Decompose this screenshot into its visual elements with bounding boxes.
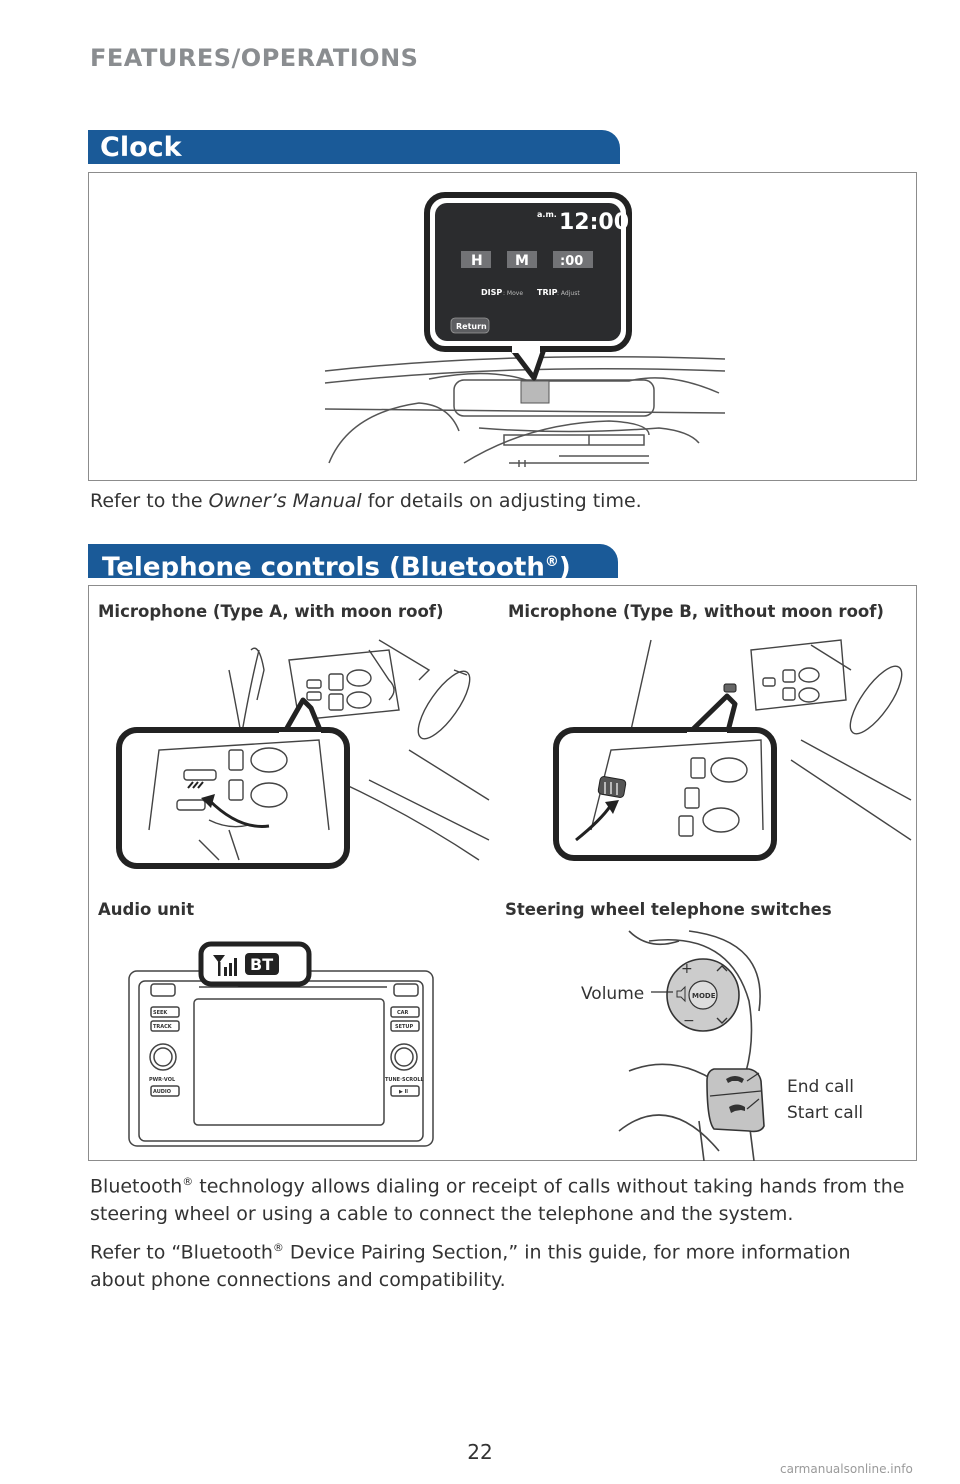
clock-time: 12:00 [559, 210, 629, 235]
start-call-icon [729, 1104, 745, 1113]
end-call-icon [726, 1076, 744, 1083]
play-pause-button[interactable]: ▶ ll [399, 1089, 408, 1095]
end-call-callout: End call [787, 1077, 854, 1097]
setup-button[interactable]: SETUP [395, 1024, 413, 1030]
audio-button[interactable]: AUDIO [153, 1089, 171, 1095]
steering-wheel-illustration: MODE + − [618, 930, 765, 1161]
owners-manual-reference: Owner’s Manual [208, 490, 362, 512]
tune-scroll-knob-label: TUNE·SCROLL [385, 1077, 425, 1083]
car-button[interactable]: CAR [397, 1010, 409, 1016]
chevron-up-icon[interactable] [716, 965, 728, 972]
section-header: FEATURES/OPERATIONS [90, 44, 419, 72]
para1-bluetooth: Bluetooth [90, 1175, 183, 1198]
volume-callout: Volume [581, 984, 645, 1004]
minute-button-label: M [515, 253, 529, 269]
reset-minutes-button[interactable]: :00 [553, 251, 593, 269]
reset-minutes-label: :00 [560, 254, 583, 269]
para1-reg: ® [182, 1175, 194, 1188]
steering-switches-label: Steering wheel telephone switches [505, 900, 832, 919]
chevron-down-icon[interactable] [716, 1017, 728, 1024]
minute-button[interactable]: M [507, 251, 537, 269]
return-button-label: Return [456, 322, 487, 331]
telephone-title: Telephone controls (Bluetooth [102, 552, 545, 583]
end-call-button[interactable] [726, 1076, 744, 1083]
hour-button-label: H [471, 253, 483, 269]
telephone-title-reg: ® [544, 554, 559, 570]
clock-note: Refer to the Owner’s Manual for details … [90, 487, 642, 515]
telephone-title-close: ) [558, 552, 571, 583]
para2-text: Device Pairing Section,” in this guide, … [90, 1241, 851, 1292]
seek-button[interactable]: SEEK [153, 1010, 168, 1016]
para1-text: technology allows dialing or receipt of … [90, 1175, 905, 1226]
track-button[interactable]: TRACK [153, 1024, 173, 1030]
clock-note-suffix: for details on adjusting time. [361, 490, 642, 512]
watermark: carmanualsonline.info [780, 1462, 913, 1476]
bt-badge: BT [250, 955, 273, 974]
volume-switch-pad[interactable]: MODE + − [666, 958, 740, 1032]
clock-illustration: a.m. 12:00 H M :00 DISP : Move TRIP : Ad… [324, 192, 726, 467]
mic-type-b-label: Microphone (Type B, without moon roof) [508, 602, 884, 621]
volume-up-icon[interactable]: + [681, 961, 693, 977]
trip-key: TRIP [537, 288, 558, 297]
mic-type-a-label: Microphone (Type A, with moon roof) [98, 602, 444, 621]
audio-unit-label: Audio unit [98, 900, 195, 919]
para2-reg: ® [272, 1241, 284, 1254]
disp-key: DISP [481, 288, 502, 297]
clock-title: Clock [100, 132, 182, 163]
volume-down-icon[interactable]: − [683, 1013, 695, 1029]
clock-ampm: a.m. [537, 210, 557, 219]
speaker-icon [676, 985, 686, 1003]
return-button[interactable]: Return [450, 317, 490, 334]
page-number: 22 [467, 1440, 493, 1464]
pairing-reference-paragraph: Refer to “Bluetooth® Device Pairing Sect… [90, 1234, 910, 1294]
clock-note-prefix: Refer to the [90, 490, 209, 512]
telephone-section-tab: Telephone controls (Bluetooth®) [88, 544, 618, 583]
mic-type-a-illustration [116, 639, 490, 869]
mic-type-b-illustration [553, 639, 912, 861]
audio-unit-illustration: SEEK TRACK CAR SETUP PWR·VOL AUDIO TUNE·… [128, 941, 434, 1147]
clock-section-tab: Clock [88, 130, 620, 164]
bluetooth-paragraph: Bluetooth® technology allows dialing or … [90, 1168, 910, 1228]
clock-illustration-box: a.m. 12:00 H M :00 DISP : Move TRIP : Ad… [88, 172, 917, 481]
pwr-vol-knob-label: PWR·VOL [149, 1077, 176, 1083]
telephone-illustration-box: Microphone (Type A, with moon roof) Micr… [88, 585, 917, 1161]
start-call-button[interactable] [729, 1104, 745, 1114]
para2-lead: Refer to “Bluetooth [90, 1241, 273, 1264]
signal-strength-icon [213, 955, 237, 976]
trip-action: : Adjust [557, 290, 580, 297]
start-call-callout: Start call [787, 1103, 864, 1123]
disp-action: : Move [503, 290, 523, 297]
hour-button[interactable]: H [461, 251, 491, 269]
mode-button[interactable]: MODE [692, 992, 716, 1000]
